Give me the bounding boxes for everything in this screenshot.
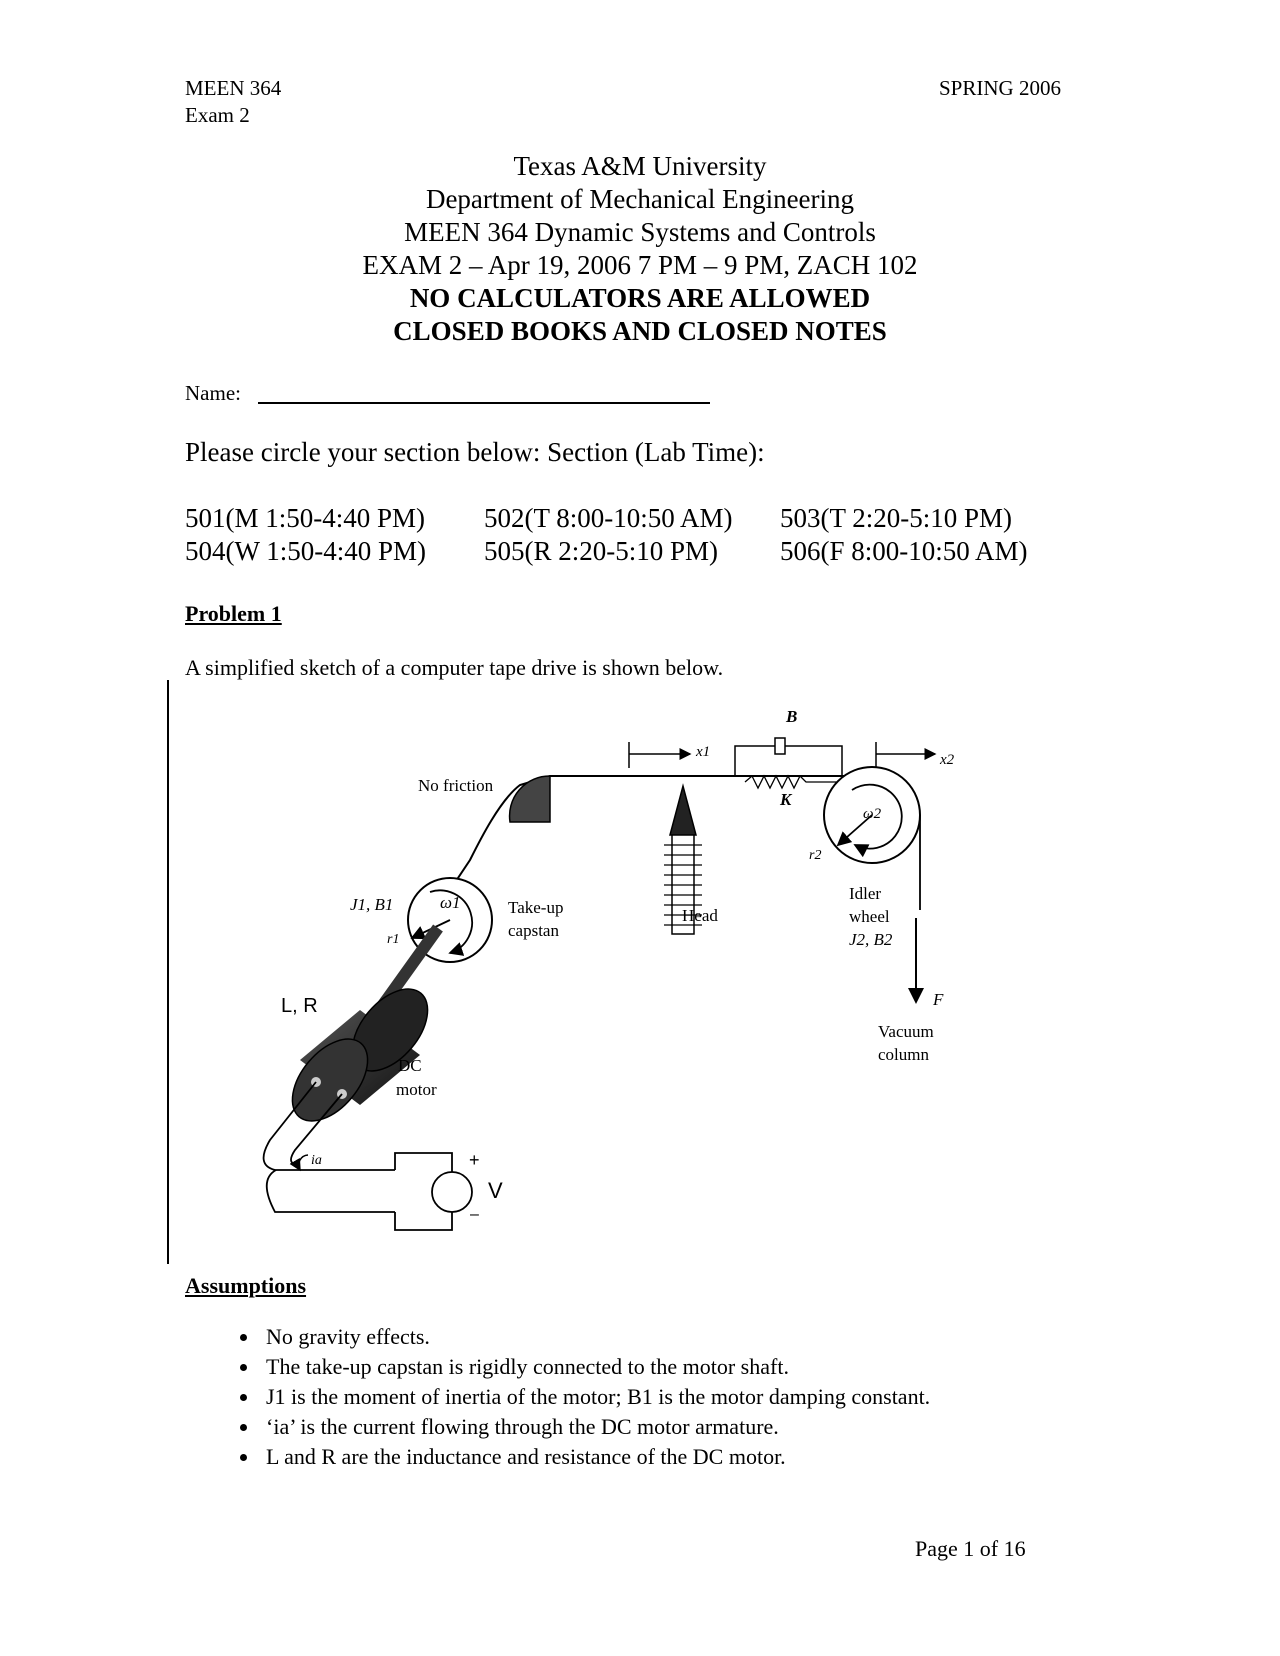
label-idler-1: Idler bbox=[849, 884, 882, 903]
university-title: Texas A&M University bbox=[513, 151, 767, 181]
label-idler-2: wheel bbox=[849, 907, 890, 926]
label-dc-1: DC bbox=[398, 1056, 422, 1075]
assumptions-heading: Assumptions bbox=[185, 1273, 307, 1298]
label-x1: x1 bbox=[696, 744, 711, 760]
label-no-friction: No friction bbox=[418, 776, 494, 795]
label-k: K bbox=[780, 790, 792, 809]
label-f: F bbox=[933, 990, 944, 1009]
problem-heading: Problem 1 bbox=[185, 601, 282, 626]
exam-title: EXAM 2 – Apr 19, 2006 7 PM – 9 PM, ZACH … bbox=[362, 250, 918, 280]
label-dc-2: motor bbox=[396, 1080, 437, 1099]
tape-path bbox=[429, 775, 846, 921]
damper-b bbox=[734, 745, 843, 776]
assumptions-list: No gravity effects. The take-up capstan … bbox=[190, 1322, 930, 1472]
dc-motor bbox=[291, 988, 429, 1122]
label-head: Head bbox=[682, 906, 718, 925]
assumption-item: The take-up capstan is rigidly connected… bbox=[260, 1352, 930, 1382]
label-vacuum-1: Vacuum bbox=[878, 1022, 934, 1041]
label-lr: L, R bbox=[281, 995, 318, 1017]
label-omega2: ω2 bbox=[863, 806, 882, 822]
label-r1: r1 bbox=[387, 932, 400, 947]
name-label: Name: bbox=[185, 381, 241, 405]
label-takeup-2: capstan bbox=[508, 921, 559, 940]
closed-books-notice: CLOSED BOOKS AND CLOSED NOTES bbox=[393, 316, 887, 346]
tape-drive-figure bbox=[262, 737, 1280, 1231]
page-number: Page 1 of 16 bbox=[915, 1536, 1026, 1561]
section-505[interactable]: 505(R 2:20-5:10 PM) bbox=[484, 536, 719, 566]
label-vacuum-2: column bbox=[878, 1045, 929, 1064]
section-503[interactable]: 503(T 2:20-5:10 PM) bbox=[780, 503, 1013, 533]
section-501[interactable]: 501(M 1:50-4:40 PM) bbox=[185, 503, 426, 533]
name-field[interactable] bbox=[258, 402, 710, 404]
course-title: MEEN 364 Dynamic Systems and Controls bbox=[404, 217, 876, 247]
problem-intro: A simplified sketch of a computer tape d… bbox=[185, 655, 724, 680]
label-takeup-1: Take-up bbox=[508, 898, 564, 917]
label-r2: r2 bbox=[809, 848, 822, 863]
section-prompt: Please circle your section below: Sectio… bbox=[185, 437, 765, 467]
assumption-item: L and R are the inductance and resistanc… bbox=[260, 1442, 930, 1472]
label-j2b2: J2, B2 bbox=[849, 930, 893, 949]
label-omega1: ω1 bbox=[440, 893, 461, 912]
label-b: B bbox=[786, 707, 798, 726]
term-label: SPRING 2006 bbox=[939, 76, 1061, 100]
no-friction-guide bbox=[508, 775, 551, 823]
section-504[interactable]: 504(W 1:50-4:40 PM) bbox=[185, 536, 426, 566]
assumption-item: J1 is the moment of inertia of the motor… bbox=[260, 1382, 930, 1412]
label-v: V bbox=[488, 1178, 503, 1203]
label-ia: ia bbox=[311, 1153, 322, 1168]
label-minus: – bbox=[470, 1206, 479, 1223]
assumption-item: No gravity effects. bbox=[260, 1322, 930, 1352]
voltage-source bbox=[431, 1171, 473, 1213]
no-calculators-notice: NO CALCULATORS ARE ALLOWED bbox=[409, 283, 871, 313]
department-title: Department of Mechanical Engineering bbox=[425, 184, 855, 214]
assumption-item: ‘ia’ is the current flowing through the … bbox=[260, 1412, 930, 1442]
course-code: MEEN 364 bbox=[185, 76, 282, 100]
section-506[interactable]: 506(F 8:00-10:50 AM) bbox=[780, 536, 1028, 566]
spring-k bbox=[744, 774, 846, 790]
revision-bar bbox=[167, 680, 169, 1264]
label-j1b1: J1, B1 bbox=[350, 895, 394, 914]
exam-label: Exam 2 bbox=[185, 103, 250, 127]
label-x2: x2 bbox=[940, 752, 955, 768]
section-502[interactable]: 502(T 8:00-10:50 AM) bbox=[484, 503, 733, 533]
tape-head bbox=[664, 783, 702, 935]
label-plus: + bbox=[469, 1150, 480, 1170]
